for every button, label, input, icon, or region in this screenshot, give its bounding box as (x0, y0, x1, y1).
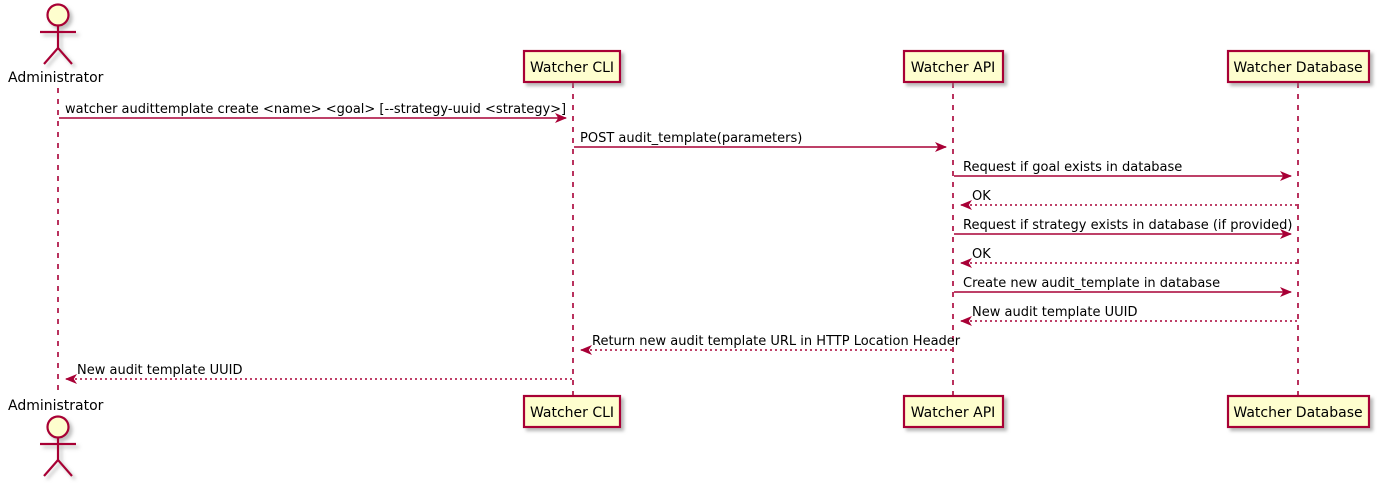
participant-label-watcher-api-bottom: Watcher API (911, 405, 996, 421)
participant-box-watcher-api-bottom[interactable] (902, 394, 1005, 429)
participant-box-watcher-database-bottom[interactable] (1226, 394, 1371, 429)
message-7[interactable]: Create new audit_template in database (954, 276, 1292, 297)
message-8[interactable]: New audit template UUID (960, 305, 1297, 326)
message-label-8: New audit template UUID (972, 305, 1137, 320)
participant-label-watcher-api-top: Watcher API (911, 60, 996, 76)
lifelines (57, 83, 1299, 396)
participant-watcher-cli-top[interactable]: Watcher CLI (522, 49, 622, 84)
actor-label-administrator-top: Administrator (8, 70, 104, 86)
message-label-2: POST audit_template(parameters) (580, 131, 802, 146)
message-1[interactable]: watcher audittemplate create <name> <goa… (59, 102, 567, 123)
actor-figure-top (40, 3, 76, 65)
message-label-10: New audit template UUID (77, 363, 242, 378)
participant-label-watcher-cli-top: Watcher CLI (530, 60, 614, 76)
participant-watcher-api-bottom[interactable]: Watcher API (902, 394, 1005, 429)
participant-label-watcher-database-top: Watcher Database (1233, 60, 1362, 76)
message-6[interactable]: OK (960, 247, 1297, 268)
message-10[interactable]: New audit template UUID (65, 363, 572, 384)
message-label-7: Create new audit_template in database (963, 276, 1220, 291)
actor-figure-bottom (40, 415, 76, 477)
message-label-9: Return new audit template URL in HTTP Lo… (592, 334, 961, 349)
message-label-5: Request if strategy exists in database (… (963, 218, 1292, 233)
participant-box-watcher-api-top[interactable] (902, 49, 1005, 84)
participant-box-watcher-database-top[interactable] (1226, 49, 1371, 84)
message-label-6: OK (972, 247, 991, 262)
participant-watcher-api-top[interactable]: Watcher API (902, 49, 1005, 84)
actor-administrator-bottom[interactable]: Administrator (8, 398, 104, 477)
participant-watcher-database-bottom[interactable]: Watcher Database (1226, 394, 1371, 429)
message-label-3: Request if goal exists in database (963, 160, 1182, 175)
actor-label-administrator-bottom: Administrator (8, 398, 104, 414)
message-9[interactable]: Return new audit template URL in HTTP Lo… (580, 334, 961, 355)
message-5[interactable]: Request if strategy exists in database (… (954, 218, 1292, 239)
participant-label-watcher-database-bottom: Watcher Database (1233, 405, 1362, 421)
participant-label-watcher-cli-bottom: Watcher CLI (530, 405, 614, 421)
participant-box-watcher-cli-bottom[interactable] (522, 394, 622, 429)
participant-box-watcher-cli-top[interactable] (522, 49, 622, 84)
message-3[interactable]: Request if goal exists in database (954, 160, 1292, 181)
message-2[interactable]: POST audit_template(parameters) (574, 131, 947, 152)
participant-watcher-cli-bottom[interactable]: Watcher CLI (522, 394, 622, 429)
participant-watcher-database-top[interactable]: Watcher Database (1226, 49, 1371, 84)
message-4[interactable]: OK (960, 189, 1297, 210)
message-label-4: OK (972, 189, 991, 204)
message-label-1: watcher audittemplate create <name> <goa… (65, 102, 566, 117)
actor-administrator-top[interactable]: Administrator (8, 3, 104, 87)
